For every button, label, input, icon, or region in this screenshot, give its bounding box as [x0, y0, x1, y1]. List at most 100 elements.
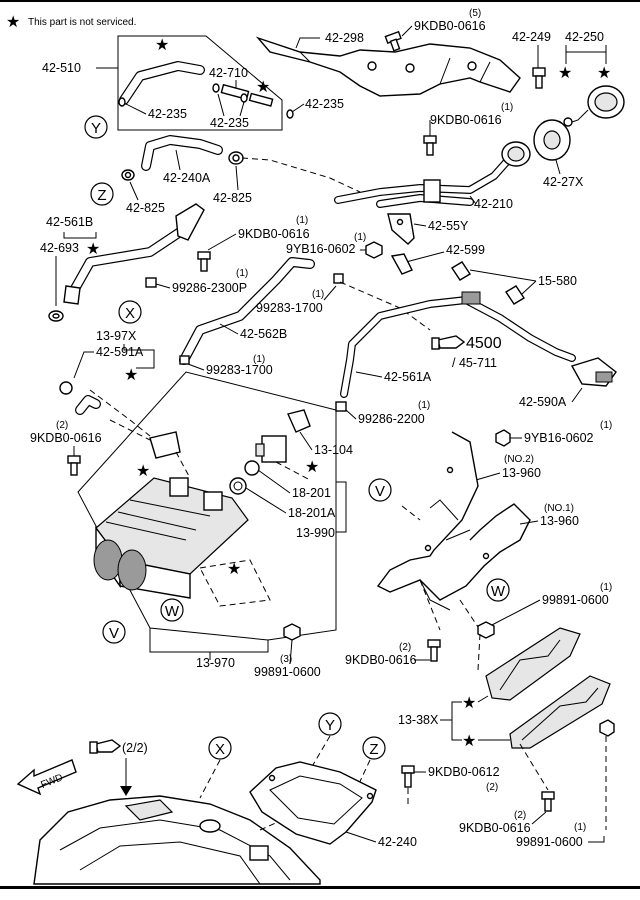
bolt-icon — [532, 67, 546, 77]
callout-13-97x: 13-97X — [96, 329, 137, 343]
callout-15-580: 15-580 — [538, 274, 577, 288]
bolt-icon — [541, 791, 555, 800]
callout-42-561b: 42-561B — [46, 215, 93, 229]
qty-2-d: (2) — [514, 810, 526, 821]
star-icon: ★ — [86, 241, 100, 258]
callout-9kdb0-0616-mid: 9KDB0-0616 — [430, 113, 502, 127]
bolt-icon — [384, 30, 402, 52]
callout-9kdb0-0616-e: 9KDB0-0616 — [459, 821, 531, 835]
callout-42-710: 42-710 — [209, 66, 248, 80]
star-icon: ★ — [227, 561, 241, 578]
filler-base-42-27x-icon — [533, 119, 571, 161]
bracket-42-55y-icon — [387, 213, 415, 245]
qty-1-j: (1) — [574, 822, 586, 833]
connector-42-590a-icon — [570, 357, 617, 387]
qty-1-d: (1) — [236, 268, 248, 279]
qty-5: (5) — [469, 8, 481, 19]
bolt-shank-icon — [404, 772, 412, 788]
zone-v-label: V — [109, 625, 119, 642]
callout-42-235-c: 42-235 — [305, 97, 344, 111]
callout-13-960-b: 13-960 — [540, 514, 579, 528]
callout-42-249: 42-249 — [512, 30, 551, 44]
qty-2-a: (2) — [56, 420, 68, 431]
qty-1-f: (1) — [253, 354, 265, 365]
zone-z-label: Z — [97, 187, 106, 204]
bolt-shank-icon — [535, 75, 543, 89]
legend-note: This part is not serviced. — [28, 17, 136, 28]
group-42-510 — [117, 35, 283, 131]
clip-icon — [286, 109, 294, 119]
qty-2-c: (2) — [486, 782, 498, 793]
hose-clamp-icon — [121, 169, 135, 181]
ref-45-711: / 45-711 — [452, 356, 497, 370]
clip-42-599-icon — [390, 253, 413, 275]
nut-icon — [283, 623, 301, 641]
bolt-icon — [427, 639, 441, 648]
callout-99283-1700-b: 99283-1700 — [206, 363, 273, 377]
zone-x-label: X — [215, 741, 225, 758]
callout-99283-1700-a: 99283-1700 — [256, 301, 323, 315]
hose-42-561b-icon — [63, 203, 205, 305]
ref-2-2: (2/2) — [122, 741, 148, 755]
qty-1-c: (1) — [354, 232, 366, 243]
zone-z-marker — [90, 182, 114, 206]
callout-42-250: 42-250 — [565, 30, 604, 44]
nut-icon — [365, 241, 383, 259]
bolt-shank-icon — [426, 142, 434, 156]
zone-v-marker — [368, 478, 392, 502]
star-icon: ★ — [462, 733, 476, 750]
pointing-hand-icon — [89, 739, 122, 754]
top-border — [0, 0, 640, 2]
hose-42-510-icon — [119, 61, 205, 105]
bolt-icon — [197, 251, 211, 260]
o-ring-42-693-icon — [48, 310, 64, 322]
zone-z-marker — [362, 736, 386, 760]
hose-42-561a-icon — [340, 291, 576, 398]
callout-13-104: 13-104 — [314, 443, 353, 457]
heat-shield-42-240-icon — [249, 761, 377, 845]
bolt-shank-icon — [70, 462, 78, 476]
ref-4500: 4500 — [466, 335, 502, 352]
callout-13-960-a: 13-960 — [502, 466, 541, 480]
bolt-shank-icon — [200, 258, 208, 272]
callout-42-590a: 42-590A — [519, 395, 567, 409]
callout-9yb16-0602-b: 9YB16-0602 — [524, 431, 594, 445]
callout-42-240: 42-240 — [378, 835, 417, 849]
callout-99891-0600-b: 99891-0600 — [254, 665, 321, 679]
filler-pipe-42-210-icon — [334, 141, 531, 208]
callout-18-201a: 18-201A — [288, 506, 336, 520]
heat-shield-42-298 — [255, 36, 521, 97]
heat-insulator-13-38x-icon — [485, 627, 611, 749]
zone-z-label: Z — [369, 741, 378, 758]
no-2: (NO.2) — [504, 454, 534, 465]
valve-13-104-icon — [287, 409, 311, 433]
zone-w-marker — [160, 598, 184, 622]
star-icon: ★ — [136, 463, 150, 480]
star-icon: ★ — [6, 14, 20, 31]
zone-v-label: V — [375, 483, 385, 500]
clip-icon — [333, 273, 344, 284]
callout-42-599: 42-599 — [446, 243, 485, 257]
zone-y-marker — [84, 115, 108, 139]
callout-99891-0600-a: 99891-0600 — [542, 593, 609, 607]
zone-w-marker — [486, 578, 510, 602]
star-icon: ★ — [462, 695, 476, 712]
zone-y-label: Y — [91, 120, 101, 137]
star-icon: ★ — [155, 37, 169, 54]
zone-v-marker — [102, 620, 126, 644]
star-icon: ★ — [558, 65, 572, 82]
zone-x-marker — [118, 300, 142, 324]
hose-42-562b-icon — [179, 257, 315, 365]
callout-9kdb0-0616-d: 9KDB0-0616 — [345, 653, 417, 667]
callout-42-510: 42-510 — [42, 61, 81, 75]
callout-42-240a: 42-240A — [163, 171, 211, 185]
callout-42-591a: 42-591A — [96, 345, 144, 359]
nut-icon — [495, 429, 511, 447]
bolt-shank-icon — [430, 646, 438, 662]
callout-99286-2200: 99286-2200 — [358, 412, 425, 426]
nut-icon — [599, 719, 615, 737]
zone-w-label: W — [165, 603, 180, 620]
callout-99891-0600-c: 99891-0600 — [516, 835, 583, 849]
qty-1-e: (1) — [312, 289, 324, 300]
bolt-icon — [423, 135, 437, 144]
